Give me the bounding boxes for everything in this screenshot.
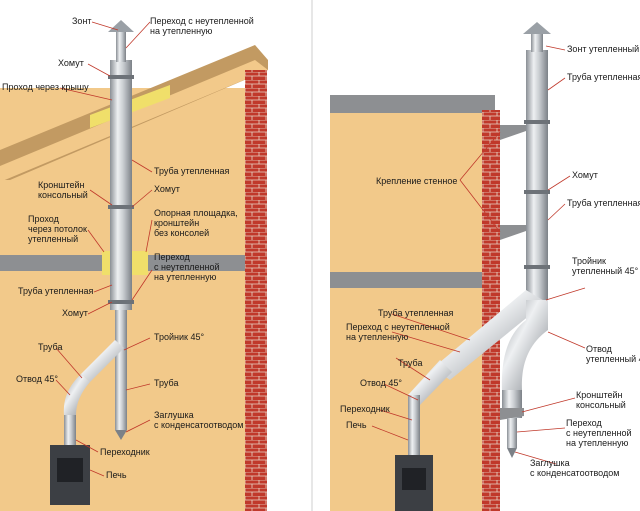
label-r-kreplenie: Крепление стенное	[376, 176, 457, 186]
label-r-homut: Хомут	[572, 170, 598, 180]
wall-bracket-2	[500, 225, 526, 240]
left-stove-door	[57, 458, 83, 482]
right-diagonal-pipe	[433, 290, 546, 380]
label-r-truba-utepl-diag: Труба утепленная	[378, 308, 454, 318]
right-brick-wall	[482, 110, 500, 511]
right-panel	[330, 22, 551, 511]
label-truba-utepl-1: Труба утепленная	[154, 166, 230, 176]
left-panel	[0, 20, 268, 511]
right-top-slab	[330, 95, 495, 113]
right-console-bracket	[500, 408, 524, 420]
label-homut-3: Хомут	[62, 308, 88, 318]
label-truba: Труба	[38, 342, 62, 352]
left-stove-pipe	[64, 415, 76, 445]
left-lower-pipe	[115, 310, 127, 430]
label-r-truba: Труба	[398, 358, 422, 368]
left-clamp-2	[108, 205, 134, 209]
label-r-truba-utepl-mid: Труба утепленная	[567, 198, 640, 208]
label-r-zont: Зонт утепленный	[567, 44, 639, 54]
label-r-pech: Печь	[346, 420, 367, 430]
label-homut-top: Хомут	[58, 58, 84, 68]
left-tee-branch	[81, 340, 124, 382]
right-lower-elbow	[501, 300, 548, 390]
label-pech: Печь	[106, 470, 127, 480]
label-homut-2: Хомут	[154, 184, 180, 194]
left-main-pipe	[110, 60, 132, 310]
left-elbow	[63, 374, 90, 415]
label-r-otvod-45: Отвод 45°	[360, 378, 402, 388]
left-brick-wall	[245, 70, 267, 511]
label-r-perehodnik: Переходник	[340, 404, 390, 414]
label-perehodnik: Переходник	[100, 447, 150, 457]
label-r-truba-utepl-top: Труба утепленная	[567, 72, 640, 82]
left-cap-icon	[108, 20, 134, 32]
right-mid-slab	[330, 272, 490, 288]
label-prohod-krysha: Проход через крышу	[2, 82, 89, 92]
left-top-pipe	[116, 30, 126, 62]
left-clamp-1	[108, 75, 134, 79]
label-zont: Зонт	[72, 16, 92, 26]
label-otvod: Отвод 45°	[16, 374, 58, 384]
right-cap-icon	[523, 22, 551, 34]
left-clamp-3	[108, 300, 134, 304]
label-truba-utepl-2: Труба утепленная	[18, 286, 94, 296]
wall-bracket-1	[500, 125, 526, 140]
right-main-pipe	[526, 50, 548, 300]
leader-lines	[55, 21, 586, 477]
label-troinik: Тройник 45°	[154, 332, 204, 342]
left-drain-plug	[115, 430, 127, 440]
label-truba-2: Труба	[154, 378, 178, 388]
